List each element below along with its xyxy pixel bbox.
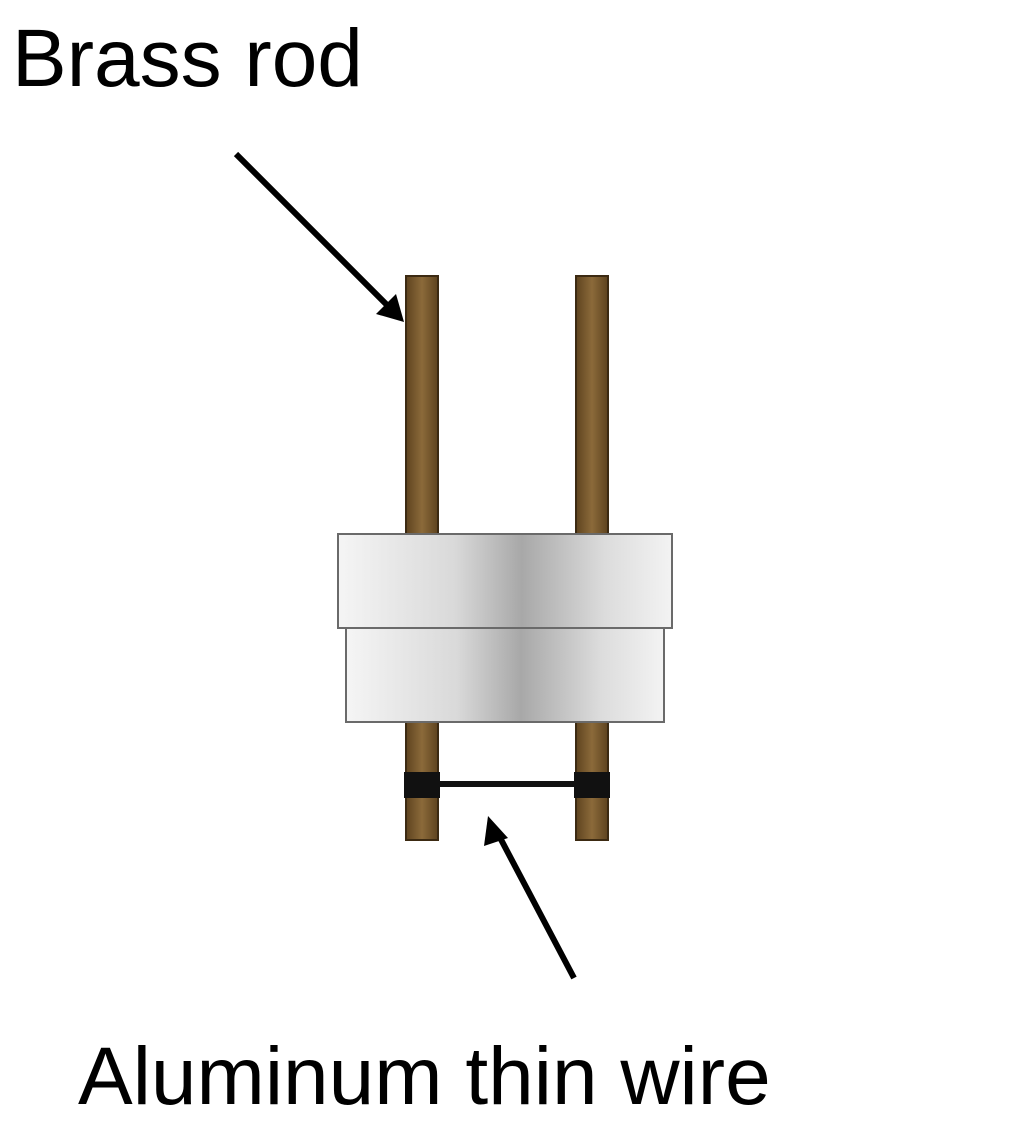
left-wire-clamp: [404, 772, 440, 798]
right-brass-rod-upper: [575, 275, 609, 539]
arrow-pointing-to-wire-icon: [484, 816, 577, 980]
left-brass-rod-upper: [405, 275, 439, 539]
upper-holder-block: [337, 533, 673, 629]
lower-holder-block: [345, 627, 665, 723]
aluminum-thin-wire-label: Aluminum thin wire: [78, 1031, 771, 1122]
arrow-pointing-to-rod-icon: [233, 151, 404, 322]
brass-rod-label: Brass rod: [12, 13, 363, 104]
